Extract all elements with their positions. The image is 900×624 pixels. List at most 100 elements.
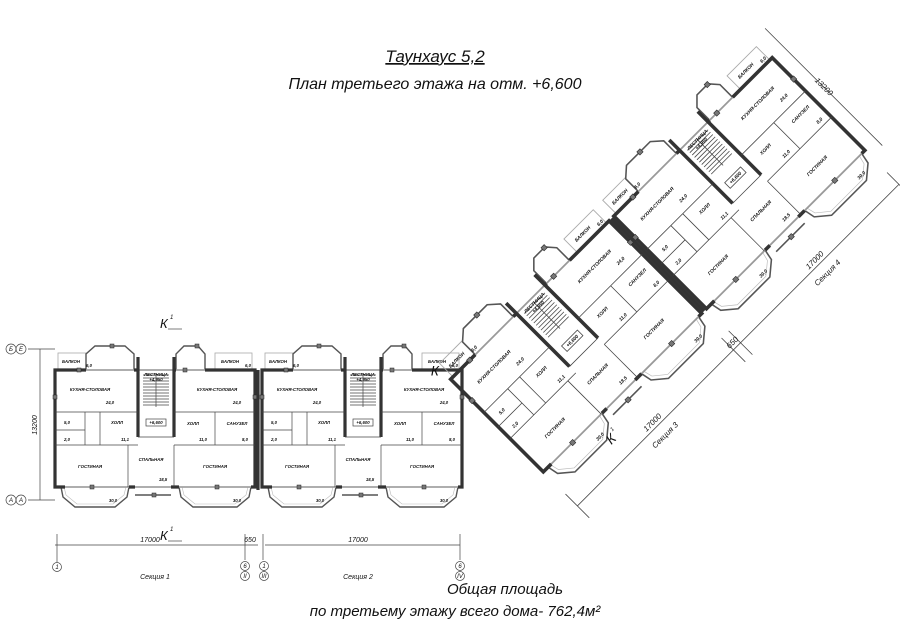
section-mark: К [160, 316, 169, 331]
window [473, 311, 481, 319]
room-label: 5,0 [498, 407, 507, 416]
window [296, 484, 302, 490]
partition [767, 116, 832, 182]
room-label: 6,0 [245, 363, 252, 368]
room-label: ГОСТИНАЯ [410, 464, 435, 469]
partition [730, 217, 765, 252]
room-label: 30,0 [440, 498, 449, 503]
room-label: ГОСТИНАЯ [806, 154, 829, 177]
room-label: 11,0 [618, 312, 629, 323]
window [358, 492, 364, 498]
room-label: САНУЗЕЛ [434, 421, 456, 426]
room-label: 30,0 [693, 333, 704, 344]
section-plan-2: БАЛКОН6,0КУХНЯ-СТОЛОВАЯ24,05,02,0ХОЛЛ11,… [259, 343, 465, 508]
partition [577, 253, 643, 319]
room-label: 24,0 [439, 400, 449, 405]
window [76, 367, 82, 373]
room-label: 11,1 [556, 374, 567, 385]
window [259, 394, 265, 400]
window [668, 340, 676, 348]
window [624, 396, 632, 404]
partition [682, 213, 710, 241]
room-label: 6,0 [293, 363, 300, 368]
room-label: ХОЛЛ [393, 421, 407, 426]
window [194, 343, 200, 349]
section-label: Секция 2 [343, 574, 373, 581]
depth-dimension: 13200 [32, 415, 39, 435]
room-label: ХОЛЛ [186, 421, 200, 426]
room-label: 8,0 [242, 437, 249, 442]
partition [509, 372, 577, 439]
bay-window [696, 83, 734, 121]
bay-window [550, 415, 605, 470]
room-label: 6,0 [596, 219, 605, 228]
window [550, 272, 558, 280]
room-label: 18,5 [781, 212, 792, 223]
window [283, 367, 289, 373]
axis-label: А [18, 498, 23, 504]
landing-mark [145, 418, 167, 427]
window [629, 193, 637, 201]
axis-label: III [261, 574, 266, 580]
room-label: БАЛКОН [221, 359, 240, 364]
bay-window [85, 345, 135, 370]
bay-window [643, 318, 702, 377]
room-label: 8,0 [815, 116, 824, 125]
room-label: ХОЛЛ [110, 420, 124, 425]
window [52, 394, 58, 400]
room-label: ХОЛЛ [317, 420, 331, 425]
room-label: 18,5 [366, 477, 375, 482]
total-area-value: по третьему этажу всего дома- 762,4м² [310, 603, 601, 620]
room-label: ХОЛЛ [595, 305, 610, 320]
room-label: 30,0 [109, 498, 118, 503]
room-label: 11,1 [719, 211, 730, 222]
partition [767, 180, 801, 215]
room-label: СПАЛЬНАЯ [586, 362, 610, 386]
section-mark-sup: 1 [170, 527, 173, 533]
room-label: 6,0 [86, 363, 93, 368]
axis-label: 1 [55, 565, 58, 571]
room-label: САНУЗЕЛ [627, 267, 648, 288]
window [787, 233, 795, 241]
partition [497, 402, 523, 428]
room-label: 11,0 [199, 437, 208, 442]
section-cut-mark: К 1 [160, 315, 182, 331]
landing-mark [724, 166, 747, 189]
room-label: КУХНЯ-СТОЛОВАЯ [476, 349, 512, 385]
window [389, 367, 395, 373]
stair-rail [695, 138, 724, 166]
partition [569, 337, 599, 367]
stair-wall [504, 301, 571, 368]
room-label: ЛЕСТНИЦА [350, 372, 375, 377]
total-area-label: Общая площадь [447, 581, 563, 598]
room-label: 24,0 [514, 356, 526, 368]
room-label: КУХНЯ-СТОЛОВАЯ [404, 387, 445, 392]
room-label: 30,0 [233, 498, 242, 503]
landing-mark [560, 329, 584, 353]
bay-window [181, 486, 249, 505]
window [421, 484, 427, 490]
room-label: 18,5 [618, 375, 629, 386]
section-label: Секция 1 [140, 574, 170, 581]
right-annotations: 17000 650 17000 Секция 3 Секция 4 13200 … [431, 28, 900, 519]
room-label: САНУЗЕЛ [791, 104, 812, 125]
room-label: 8,0 [449, 437, 456, 442]
drawing-title: Таунхаус 5,2 [385, 47, 485, 66]
room-label: 18,5 [159, 477, 168, 482]
party-wall [610, 217, 706, 313]
room-label: 2,0 [674, 257, 684, 267]
partition [519, 376, 546, 404]
room-label: ХОЛЛ [534, 365, 549, 380]
partition [610, 285, 638, 313]
room-label: ХОЛЛ [697, 202, 712, 217]
partition [732, 174, 762, 204]
window [182, 367, 188, 373]
dimension-label: 17000 [348, 537, 368, 544]
room-label: +4,950 [356, 377, 370, 382]
room-label: 11,0 [781, 149, 792, 160]
room-label: КУХНЯ-СТОЛОВАЯ [70, 387, 111, 392]
room-label: 5,0 [271, 420, 278, 425]
window [151, 492, 157, 498]
stair-wall [667, 138, 734, 205]
